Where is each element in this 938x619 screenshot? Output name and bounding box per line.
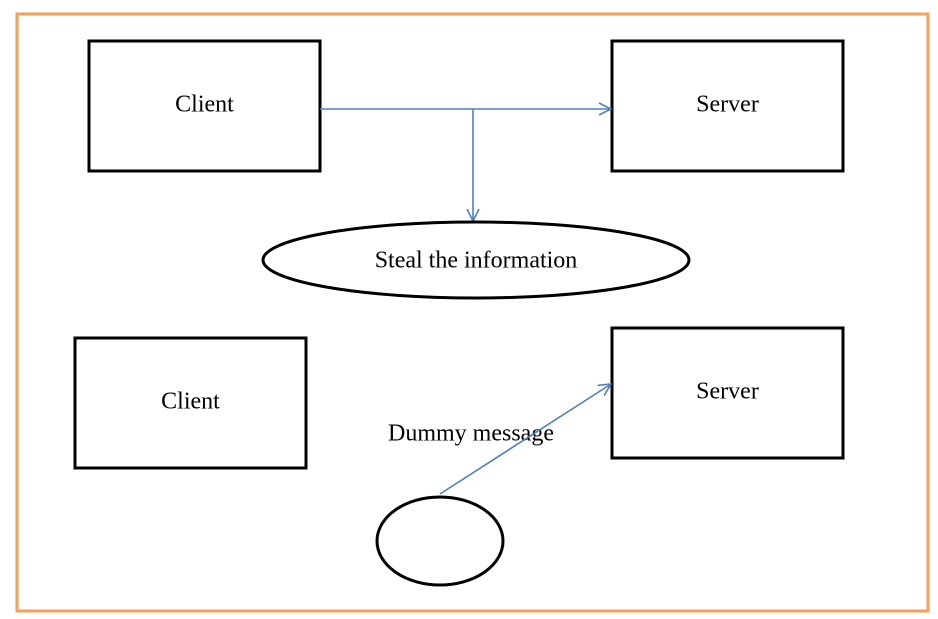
top-scenario: Client Server Steal the information <box>87 39 845 300</box>
dummy-message-arrow <box>439 384 611 495</box>
attacker-node <box>375 495 505 587</box>
bottom-server-box <box>610 326 845 460</box>
steal-information-ellipse <box>261 220 691 300</box>
bottom-server-label: Server <box>696 379 759 405</box>
bottom-scenario: Client Server Dummy message <box>73 326 845 587</box>
top-client-label: Client <box>175 92 234 118</box>
top-server-box <box>610 39 845 173</box>
steal-information-label: Steal the information <box>375 248 578 274</box>
top-server-label: Server <box>696 92 759 118</box>
bottom-client-box <box>73 336 308 470</box>
bottom-client-label: Client <box>161 389 220 415</box>
dummy-message-label: Dummy message <box>388 421 554 447</box>
top-client-box <box>87 39 322 173</box>
